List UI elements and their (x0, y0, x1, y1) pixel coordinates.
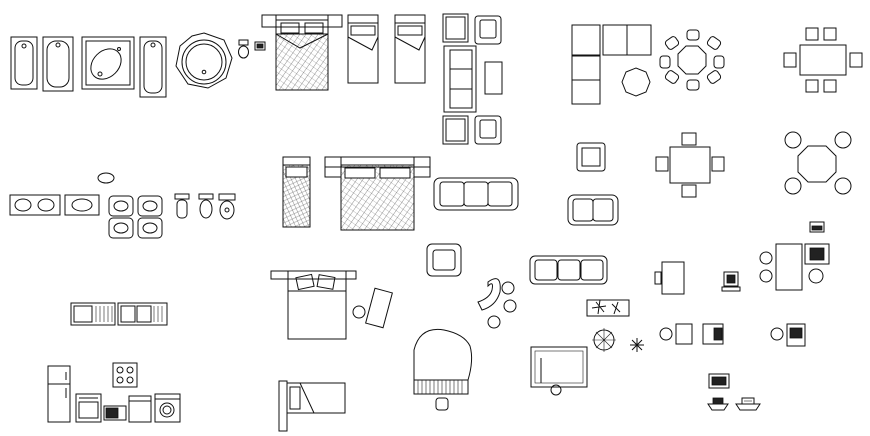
kitchen-sink-single (70, 302, 116, 326)
single-bed-plain (278, 380, 346, 432)
bathtub-long (139, 36, 167, 98)
sofa-vertical (443, 45, 477, 113)
plant-round (592, 328, 616, 352)
oven (75, 393, 102, 423)
single-vanity-sink (64, 194, 100, 216)
plant-star (630, 338, 644, 352)
chair-square-2 (442, 115, 469, 145)
bathtub-small (10, 36, 38, 90)
toilet-small (238, 39, 249, 59)
double-bed-hatched (261, 14, 343, 91)
wash-basin-oval (97, 172, 115, 184)
curved-sofa (477, 278, 517, 329)
plant-planter (586, 299, 630, 317)
armchair-2 (474, 115, 502, 145)
dishwasher (128, 395, 152, 423)
armchair-small (576, 142, 606, 172)
boat-toy-1 (707, 397, 729, 411)
bathtub-corner (81, 36, 135, 90)
single-bed-hatched (282, 156, 311, 228)
three-seat-sofa-mid (529, 255, 608, 285)
double-vanity-sink (9, 194, 61, 216)
chair-desk-pair (659, 323, 724, 345)
television (708, 373, 730, 389)
loveseat (567, 194, 619, 226)
round-table-8-chairs (659, 29, 725, 91)
grand-piano (413, 328, 473, 411)
basins-grid (108, 195, 163, 239)
toilet-tiny (254, 41, 266, 51)
octagon-table-4-chairs (784, 131, 852, 195)
nightstand-lamp (352, 287, 393, 329)
washing-machine (154, 393, 181, 423)
hot-tub-round (175, 32, 233, 89)
desk-small (654, 261, 685, 295)
chair-square-1 (442, 13, 469, 43)
twin-bed-left (347, 14, 379, 84)
kitchen-sink-double (117, 302, 168, 326)
double-bed-plain (270, 270, 357, 340)
queen-bed-hatched (324, 156, 431, 231)
microwave (103, 405, 127, 421)
toilets-row (174, 193, 236, 220)
boat-toy-2 (735, 397, 761, 411)
armchair-mid (426, 243, 462, 277)
coffee-table (484, 61, 503, 95)
bathtub-standard (42, 36, 74, 92)
computer-tower (721, 271, 741, 292)
stove-top (112, 362, 138, 388)
three-seat-sofa (433, 177, 519, 211)
armchair-1 (474, 15, 502, 45)
corner-desk (530, 346, 588, 396)
twin-bed-right (394, 14, 426, 84)
refrigerator (47, 365, 71, 423)
sectional-seats (571, 24, 652, 105)
office-desk-big (759, 221, 830, 291)
square-table-4-chairs (655, 132, 725, 198)
desk-with-monitor (770, 323, 806, 347)
dining-table-6-chairs (783, 27, 863, 93)
